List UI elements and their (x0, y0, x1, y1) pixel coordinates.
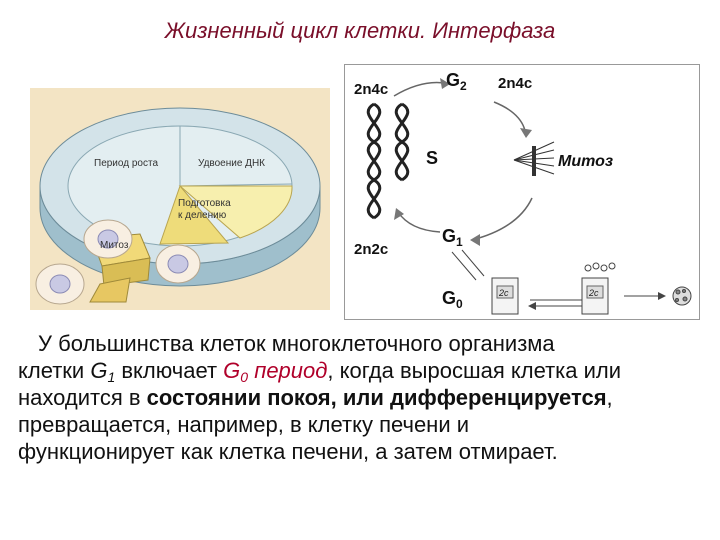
label-growth-period: Период роста (94, 158, 158, 169)
slide-title: Жизненный цикл клетки. Интерфаза (164, 18, 556, 43)
label-mitosis: Митоз (558, 153, 613, 170)
dna-helix-strand (366, 102, 382, 220)
mitosis-split (89, 277, 131, 303)
body-paragraph: У большинства клеток многоклеточного орг… (18, 330, 708, 465)
arrowhead (470, 234, 480, 246)
wedge-preparation (178, 185, 293, 239)
dna-helix-strand (394, 102, 410, 182)
cell-label-2c: 2c (498, 288, 509, 298)
text-line: У большинства клеток многоклеточного орг… (38, 331, 555, 356)
label-mitosis-wheel: Митоз (100, 240, 129, 251)
arrowhead (658, 292, 666, 300)
dots-icon (584, 262, 616, 272)
cell-icon (35, 263, 85, 305)
text-line: клетки G1 включает G0 период, когда выро… (18, 358, 622, 385)
arrow-right-bottom (471, 197, 533, 241)
diagram-frame (344, 64, 700, 320)
arrow-g1-g0-down (461, 249, 485, 277)
cell-label-2c: 2c (588, 288, 599, 298)
text-line: функционирует как клетка печени, а затем… (18, 439, 558, 464)
label-g1: G1 (442, 226, 463, 249)
label-preparation-2: к делению (178, 210, 227, 221)
mitosis-block-side (101, 257, 151, 287)
arrowhead (528, 302, 536, 310)
cell-icon (155, 244, 201, 284)
arrowhead (394, 208, 404, 220)
text-line: находится в состоянии покоя, или диффере… (18, 385, 613, 410)
label-preparation-1: Подготовка (178, 198, 231, 209)
arrow-g0-g1-up (451, 251, 477, 281)
label-g0: G0 (442, 288, 463, 311)
cell-icon-box (581, 277, 609, 315)
arrowhead (440, 78, 450, 89)
label-2n4c-right: 2n4c (498, 75, 532, 92)
cell-icon-box (491, 277, 519, 315)
dying-cell-icon (672, 286, 692, 306)
label-s-phase: S (426, 148, 438, 168)
cell-icon (83, 219, 133, 259)
label-g2: G2 (446, 70, 467, 93)
cell-cycle-wheel-figure: Период роста Удвоение ДНК Подготовка к д… (30, 88, 330, 310)
wedge-mitosis (159, 185, 230, 245)
label-dna-doubling: Удвоение ДНК (198, 158, 265, 169)
cell-cycle-diagram-figure: 2n4c G2 2n4c S Митоз 2n2c G1 G0 2c 2c (344, 64, 700, 320)
label-2n2c: 2n2c (354, 241, 388, 258)
spindle-icon (513, 141, 555, 176)
label-2n4c-left: 2n4c (354, 81, 388, 98)
arrowhead (520, 128, 532, 138)
text-line: превращается, например, в клетку печени … (18, 412, 470, 437)
